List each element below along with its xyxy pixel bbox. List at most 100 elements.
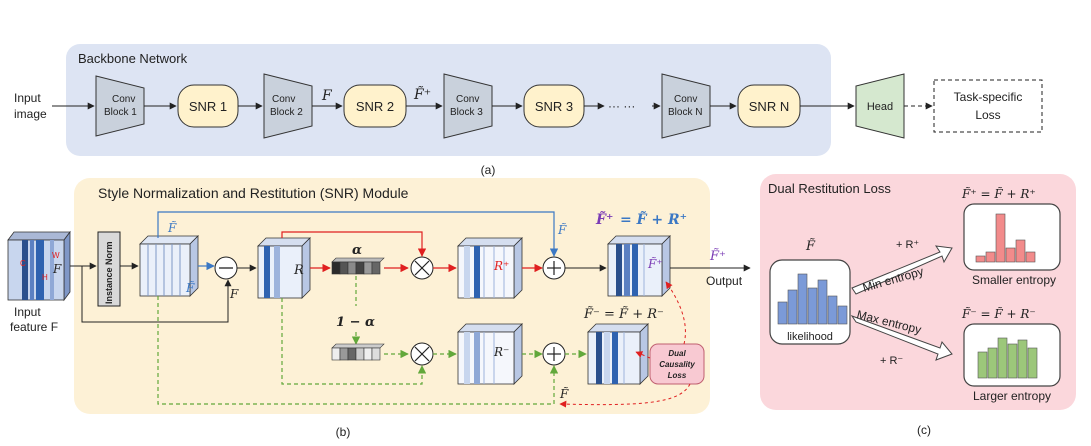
one-minus-alpha-vector <box>331 343 385 361</box>
ftilde-cube <box>139 235 199 297</box>
ellipsis: ··· ··· <box>608 99 635 113</box>
Fplus-cube <box>607 235 671 297</box>
likelihood-bar <box>777 301 788 325</box>
R-label: R <box>293 263 304 278</box>
c-eq-minus: F̃⁻ = F̃ + R⁻ <box>961 306 1036 321</box>
likelihood-histogram <box>777 273 848 325</box>
output-label: Output <box>706 274 743 288</box>
output-Fplus-label: F̃⁺ <box>709 248 726 264</box>
smaller-entropy-bar <box>985 251 996 263</box>
instance-norm-block <box>97 231 121 307</box>
larger-entropy-histogram <box>977 337 1038 379</box>
ftilde-lower-label: F̃ <box>559 386 569 401</box>
smaller-entropy-bar <box>1005 247 1016 263</box>
eq-minus: F̃⁻ = F̃ + R⁻ <box>583 306 664 322</box>
red-dash-loss-to-fminus <box>635 351 651 359</box>
dual-loss-label-2: Causality <box>659 360 695 369</box>
minus-R-label: + R⁻ <box>880 355 903 367</box>
snr-block-3-label: SNR 3 <box>535 99 573 114</box>
conv-block-1-label: Conv <box>112 94 135 105</box>
larger-entropy-bar <box>977 351 988 379</box>
conv-block-n <box>661 73 711 139</box>
head-label: Head <box>867 101 893 113</box>
Fminus-cube <box>587 323 649 385</box>
caption-c: (c) <box>917 423 931 437</box>
conv-block-n-label-2: Block N <box>668 107 702 118</box>
input-image-label: Input <box>14 91 41 105</box>
likelihood-bar <box>827 295 838 325</box>
input-image-label-2: image <box>14 107 47 121</box>
caption-b: (b) <box>336 425 351 439</box>
conv-block-2-label-2: Block 2 <box>270 107 303 118</box>
conv-block-1-label-2: Block 1 <box>104 107 137 118</box>
c-ftilde-label: F̃ <box>805 238 816 254</box>
dim-H: H <box>42 273 48 282</box>
snr-module-title: Style Normalization and Restitution (SNR… <box>98 185 409 201</box>
skip-F-line <box>81 266 232 323</box>
c-eq-plus: F̃⁺ = F̃ + R⁺ <box>961 186 1036 201</box>
max-entropy-arrow <box>850 315 953 361</box>
dim-C: C <box>20 259 26 268</box>
likelihood-bar <box>837 305 848 325</box>
label-F: F <box>321 88 333 104</box>
ftilde-bypass-line <box>157 211 559 257</box>
conv-block-n-label: Conv <box>674 94 697 105</box>
task-loss-box <box>933 79 1043 133</box>
Rminus-cube <box>457 323 523 385</box>
alpha-label: α <box>352 243 362 258</box>
backbone-title: Backbone Network <box>78 51 188 66</box>
likelihood-bar <box>807 287 818 325</box>
minus-input-F: F <box>229 287 239 301</box>
smaller-entropy-bar <box>995 213 1006 263</box>
larger-entropy-bar <box>997 337 1008 379</box>
Rminus-label: R⁻ <box>493 345 509 359</box>
ftilde-label-right: F̃ <box>557 222 567 237</box>
smaller-entropy-label: Smaller entropy <box>972 273 1056 287</box>
larger-entropy-bar <box>1007 343 1018 379</box>
likelihood-bar <box>787 289 798 325</box>
dim-W: W <box>52 251 60 260</box>
R-to-times-top-line <box>281 231 427 257</box>
R-cube <box>257 237 311 299</box>
Fplus-inside-label: F̃⁺ <box>647 256 663 271</box>
conv-block-1 <box>95 75 145 137</box>
larger-entropy-bar <box>1027 347 1038 379</box>
snr-block-2-label: SNR 2 <box>356 99 394 114</box>
smaller-entropy-bar <box>1025 251 1036 263</box>
Rplus-cube <box>457 237 523 299</box>
likelihood-label: likelihood <box>787 331 833 343</box>
input-feature-label-2: feature F <box>10 320 58 334</box>
red-dash-loss-to-fplus <box>665 281 686 345</box>
eq-plus-rhs: = F̃ + R⁺ <box>620 210 687 228</box>
instance-norm-label: Instance Norm <box>104 241 114 304</box>
caption-a: (a) <box>481 163 496 177</box>
panel-b: Style Normalization and Restitution (SNR… <box>7 178 751 439</box>
green-R-to-times <box>281 298 427 385</box>
conv-block-3-label-2: Block 3 <box>450 107 483 118</box>
smaller-entropy-bar <box>975 255 986 263</box>
conv-block-2 <box>263 73 313 139</box>
plus-R-label: + R⁺ <box>896 239 919 251</box>
ftilde-label-top: F̃ <box>167 220 177 235</box>
panel-c: Dual Restitution Loss F̃ likelihood + R⁺… <box>760 174 1076 437</box>
restitution-title: Dual Restitution Loss <box>768 181 891 196</box>
Rplus-label: R⁺ <box>493 259 509 273</box>
eq-plus-lhs: F̃⁺ <box>595 210 613 228</box>
smaller-entropy-histogram <box>975 213 1036 263</box>
ftilde-label-bottom: F̃ <box>185 280 195 295</box>
one-minus-alpha-label: 1 − α <box>336 315 375 330</box>
input-feature-label: Input <box>14 305 41 319</box>
red-dash-loss-to-ftilde <box>559 383 691 408</box>
label-Ftilde-plus: F̃⁺ <box>413 85 431 103</box>
conv-block-3-label: Conv <box>456 94 479 105</box>
task-loss-label: Task-specific <box>954 90 1023 104</box>
conv-block-3 <box>443 73 493 139</box>
larger-entropy-bar <box>987 347 998 379</box>
smaller-entropy-bar <box>1015 239 1026 263</box>
larger-entropy-bar <box>1017 339 1028 379</box>
likelihood-bar <box>817 279 828 325</box>
head-block <box>855 73 905 139</box>
likelihood-bar <box>797 273 808 325</box>
input-feature-cube <box>7 230 71 302</box>
dual-loss-label-1: Dual <box>668 349 686 358</box>
